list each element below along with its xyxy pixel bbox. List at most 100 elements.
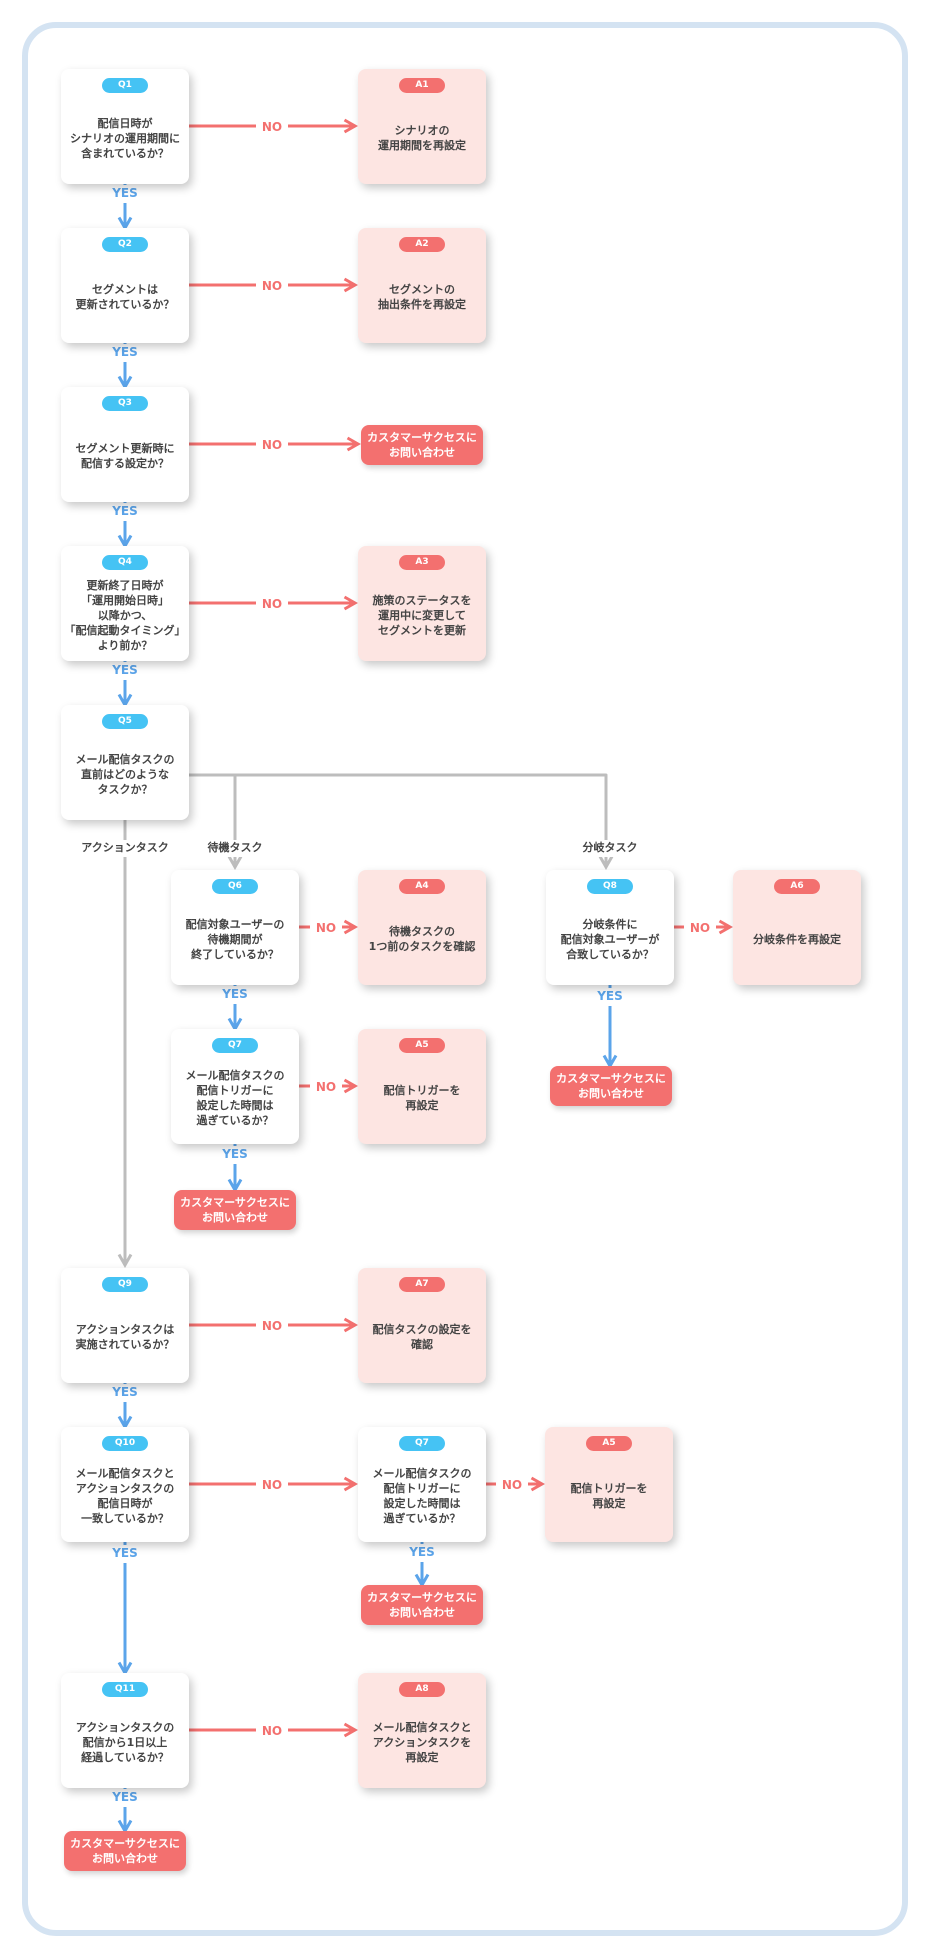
contact-support-box: カスタマーサクセスに お問い合わせ (174, 1190, 296, 1230)
yes-label: YES (111, 504, 138, 518)
node-a2: A2 セグメントの 抽出条件を再設定 (358, 228, 486, 343)
no-label: NO (262, 597, 282, 611)
label-background (103, 662, 147, 680)
node-q11: Q11 アクションタスクの 配信から1日以上 経過しているか？ (61, 1673, 189, 1788)
branch-label-branch-task: 分岐タスク (583, 840, 638, 854)
node-badge: A6 (774, 879, 820, 894)
node-text: セグメントの 抽出条件を再設定 (378, 283, 466, 311)
yes-label: YES (111, 1546, 138, 1560)
label-background (400, 1544, 444, 1562)
no-label: NO (502, 1478, 522, 1492)
node-badge: Q2 (102, 237, 148, 252)
yes-label: YES (221, 987, 248, 1001)
no-label: NO (316, 921, 336, 935)
no-label: NO (262, 120, 282, 134)
node-badge: Q7 (399, 1436, 445, 1451)
no-label: NO (262, 1478, 282, 1492)
node-text: 更新終了日時が 「運用開始日時」 以降かつ、 「配信起動タイミング」 より前か？ (64, 578, 186, 652)
label-background (103, 185, 147, 203)
node-badge: Q6 (212, 879, 258, 894)
node-badge: Q7 (212, 1038, 258, 1053)
node-badge: Q4 (102, 555, 148, 570)
node-text: アクションタスクの 配信から1日以上 経過しているか？ (75, 1720, 175, 1764)
node-badge: A8 (399, 1682, 445, 1697)
label-background (310, 920, 342, 938)
label-background (213, 1146, 257, 1164)
node-text: メール配信タスクの 配信トリガーに 設定した時間は 過ぎているか？ (185, 1069, 285, 1127)
label-background (684, 920, 716, 938)
node-q4: Q4 更新終了日時が 「運用開始日時」 以降かつ、 「配信起動タイミング」 より前… (61, 546, 189, 661)
node-text: 分岐条件を再設定 (753, 932, 841, 946)
label-background (256, 437, 288, 455)
node-text: メール配信タスクと アクションタスクの 配信日時が 一致しているか？ (75, 1467, 175, 1525)
node-text: 待機タスクの 1つ前のタスクを確認 (368, 925, 476, 953)
label-background (256, 119, 288, 137)
node-badge: Q9 (102, 1277, 148, 1292)
node-text: メール配信タスクの 配信トリガーに 設定した時間は 過ぎているか？ (372, 1467, 472, 1525)
label-background (310, 1079, 342, 1097)
node-badge: Q5 (102, 714, 148, 729)
node-text: 配信対象ユーザーの 待機期間が 終了しているか？ (185, 917, 285, 961)
label-background (103, 1384, 147, 1402)
node-text: 配信日時が シナリオの運用期間に 含まれているか？ (70, 116, 180, 160)
node-badge: Q8 (587, 879, 633, 894)
node-badge: A7 (399, 1277, 445, 1292)
label-background (213, 986, 257, 1004)
node-q10: Q10 メール配信タスクと アクションタスクの 配信日時が 一致しているか？ (61, 1427, 189, 1542)
node-a1: A1 シナリオの 運用期間を再設定 (358, 69, 486, 184)
node-badge: A1 (399, 78, 445, 93)
node-text: セグメントは 更新されているか？ (75, 283, 175, 311)
label-background (103, 1545, 147, 1563)
branch-label-wait-task: 待機タスク (207, 840, 263, 854)
yes-label: YES (408, 1545, 435, 1559)
node-badge: A5 (399, 1038, 445, 1053)
node-q7a: Q7 メール配信タスクの 配信トリガーに 設定した時間は 過ぎているか？ (171, 1029, 299, 1144)
yes-label: YES (111, 1790, 138, 1804)
label-background (103, 344, 147, 362)
contact-support-box: カスタマーサクセスに お問い合わせ (550, 1066, 672, 1106)
yes-label: YES (111, 345, 138, 359)
node-q6: Q6 配信対象ユーザーの 待機期間が 終了しているか？ (171, 870, 299, 985)
node-badge: Q1 (102, 78, 148, 93)
node-badge: Q10 (102, 1436, 148, 1451)
contact-support-box: カスタマーサクセスに お問い合わせ (64, 1831, 186, 1871)
node-q1: Q1 配信日時が シナリオの運用期間に 含まれているか？ (61, 69, 189, 184)
yes-label: YES (111, 663, 138, 677)
node-text: セグメント更新時に 配信する設定か？ (75, 442, 175, 470)
node-text: シナリオの 運用期間を再設定 (378, 124, 466, 152)
node-a6: A6 分岐条件を再設定 (733, 870, 861, 985)
label-background (256, 1318, 288, 1336)
node-text: アクションタスクは 実施されているか？ (75, 1323, 175, 1351)
label-background (588, 988, 632, 1006)
no-label: NO (262, 1724, 282, 1738)
node-text: 施策のステータスを 運用中に変更して セグメントを更新 (372, 593, 472, 637)
node-q7b: Q7 メール配信タスクの 配信トリガーに 設定した時間は 過ぎているか？ (358, 1427, 486, 1542)
node-badge: A5 (586, 1436, 632, 1451)
no-label: NO (316, 1080, 336, 1094)
node-badge: A4 (399, 879, 445, 894)
contact-support-box: カスタマーサクセスに お問い合わせ (361, 1585, 483, 1625)
yes-label: YES (111, 186, 138, 200)
label-background (256, 278, 288, 296)
label-background (77, 840, 173, 857)
node-badge: A2 (399, 237, 445, 252)
node-text: 分岐条件に 配信対象ユーザーが 合致しているか？ (560, 917, 660, 961)
label-background (103, 1789, 147, 1807)
no-label: NO (262, 438, 282, 452)
node-badge: Q11 (102, 1682, 148, 1697)
node-q2: Q2 セグメントは 更新されているか？ (61, 228, 189, 343)
no-label: NO (262, 279, 282, 293)
label-background (256, 1477, 288, 1495)
label-background (103, 503, 147, 521)
label-background (496, 1477, 528, 1495)
branch-label-action-task: アクションタスク (81, 841, 168, 854)
yes-label: YES (221, 1147, 248, 1161)
